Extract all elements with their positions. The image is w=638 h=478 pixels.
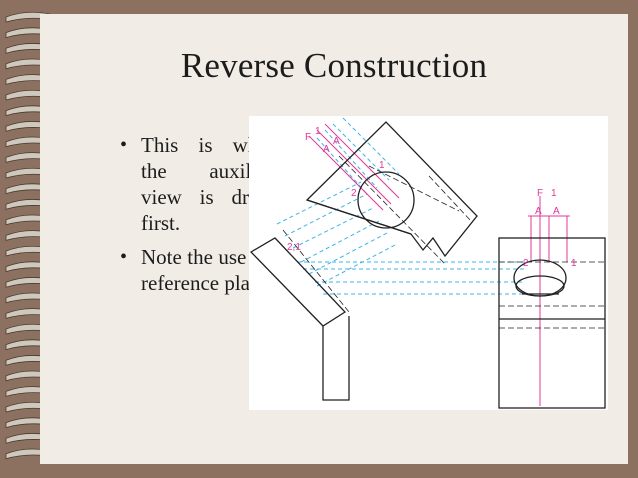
aux-point-2-label: 2 xyxy=(351,188,357,199)
right-1-label: 1 xyxy=(551,188,557,199)
aux-fold-f-label: F xyxy=(305,132,311,143)
aux-a1-label: A xyxy=(323,144,330,155)
aux-fold-1-label: 1 xyxy=(315,126,321,137)
auxiliary-view-drawing: F 1 A A F 1 A A 1 2 2,1 2 1 xyxy=(249,117,606,409)
bullet-item: •Note the use of a reference plane xyxy=(120,245,284,295)
projection-lines xyxy=(276,117,525,295)
reference-lines xyxy=(308,123,570,406)
right-f-label: F xyxy=(537,188,543,199)
bullet-dot-icon: • xyxy=(120,134,128,156)
right-a2-label: A xyxy=(553,206,560,217)
slide-title: Reverse Construction xyxy=(180,46,488,85)
side-point-21-label: 2,1 xyxy=(287,242,301,253)
side-view xyxy=(249,229,350,401)
right-point-1-label: 1 xyxy=(571,258,577,269)
right-a1-label: A xyxy=(535,206,542,217)
auxiliary-block xyxy=(305,121,478,265)
drawing-figure: F 1 A A F 1 A A 1 2 2,1 2 1 xyxy=(249,116,608,410)
bullet-dot-icon: • xyxy=(120,246,128,268)
right-point-2-label: 2 xyxy=(523,258,529,269)
aux-a2-label: A xyxy=(333,136,340,147)
front-view xyxy=(498,237,606,409)
aux-point-1-label: 1 xyxy=(379,160,385,171)
